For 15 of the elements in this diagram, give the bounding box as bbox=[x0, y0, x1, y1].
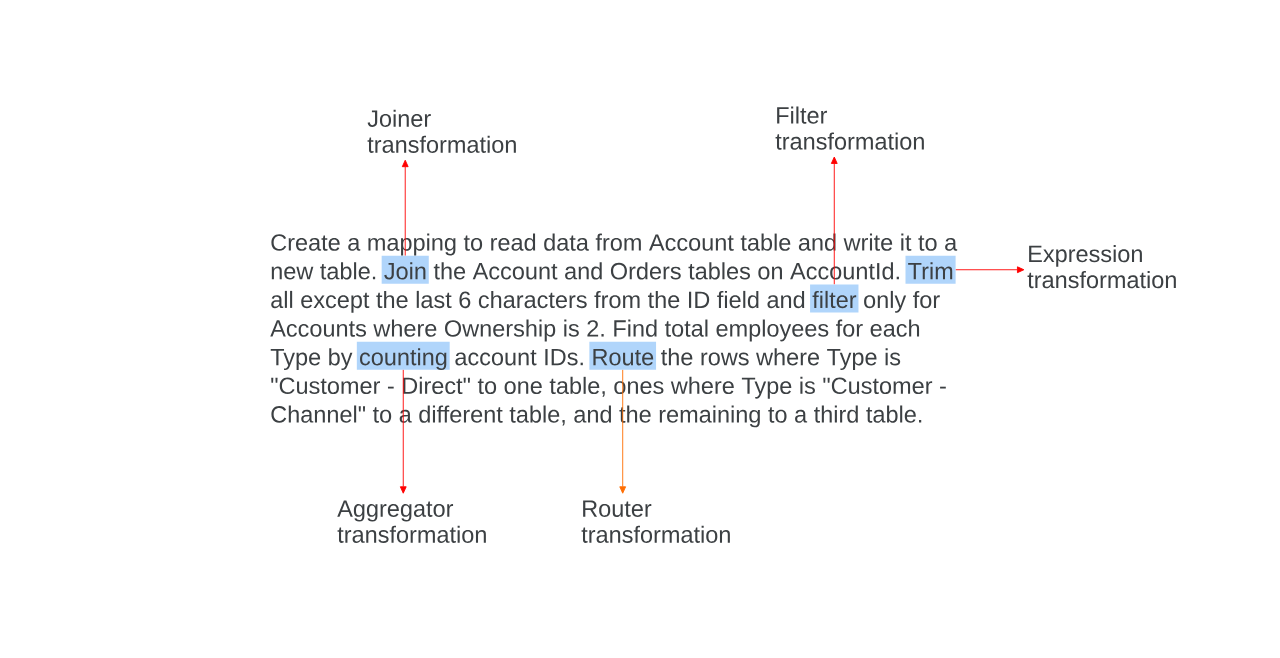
arrow bbox=[955, 266, 1025, 274]
label: Filter transformation bbox=[775, 106, 924, 150]
highlight-box bbox=[905, 255, 956, 284]
highlight-box bbox=[589, 341, 657, 370]
label: Joiner transformation bbox=[367, 109, 516, 153]
label: Expression transformation bbox=[1027, 245, 1176, 289]
arrow bbox=[830, 156, 838, 285]
highlight-box bbox=[356, 341, 450, 370]
arrow bbox=[401, 159, 409, 256]
highlight-box bbox=[381, 255, 429, 284]
arrow bbox=[399, 369, 407, 494]
label: Aggregator transformation bbox=[337, 500, 486, 543]
highlight-box bbox=[810, 284, 859, 313]
label: Router transformation bbox=[581, 500, 730, 543]
arrow bbox=[619, 369, 627, 494]
